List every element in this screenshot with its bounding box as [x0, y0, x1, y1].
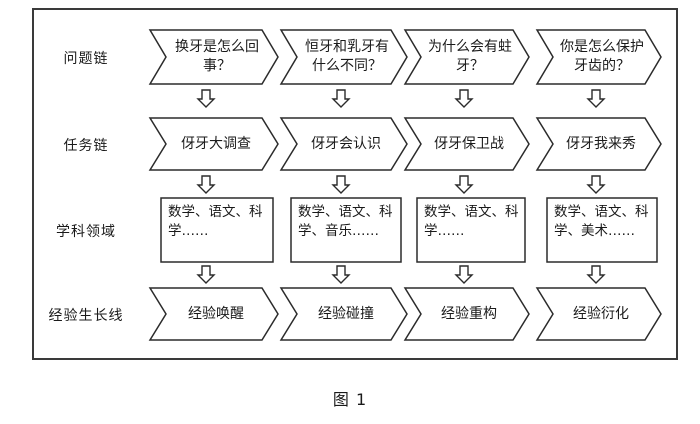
experience-text-3: 经验重构 [441, 305, 497, 322]
experience-chevron-3 [403, 287, 530, 341]
question-text-4: 你是怎么保护牙齿的？ [560, 39, 644, 74]
subject-text-2: 数学、语文、科学、音乐…… [298, 204, 393, 239]
question-chevron-3 [403, 29, 530, 85]
down-arrow-icon [331, 265, 351, 284]
row-label-task: 任务链 [63, 138, 109, 154]
question-chevron-1 [148, 29, 279, 85]
down-arrow-icon [196, 175, 216, 194]
question-text-1: 换牙是怎么回事？ [175, 39, 259, 74]
task-chevron-2 [279, 117, 408, 171]
down-arrows [196, 89, 606, 284]
experience-chevron-1 [148, 287, 279, 341]
down-arrow-icon [331, 89, 351, 108]
down-arrow-icon [454, 265, 474, 284]
question-chevron-4 [535, 29, 662, 85]
subject-text-4: 数学、语文、科学、美术…… [554, 204, 649, 239]
down-arrow-icon [586, 265, 606, 284]
experience-text-1: 经验唤醒 [188, 305, 244, 322]
task-text-4: 伢牙我来秀 [566, 135, 636, 152]
experience-chevron-4 [535, 287, 662, 341]
down-arrow-icon [586, 89, 606, 108]
down-arrow-icon [454, 89, 474, 108]
figure-caption: 图 1 [332, 390, 368, 409]
subject-text-1: 数学、语文、科学…… [168, 204, 263, 239]
down-arrow-icon [196, 265, 216, 284]
task-chevron-4 [535, 117, 662, 171]
task-chevron-3 [403, 117, 530, 171]
task-text-2: 伢牙会认识 [311, 135, 381, 152]
experience-chevron-2 [279, 287, 408, 341]
subject-box-4 [546, 197, 658, 263]
question-text-2: 恒牙和乳牙有什么不同？ [305, 39, 389, 74]
down-arrow-icon [331, 175, 351, 194]
experience-text-2: 经验碰撞 [318, 305, 374, 322]
question-text-3: 为什么会有蛀牙？ [428, 39, 512, 74]
task-text-1: 伢牙大调查 [181, 135, 251, 152]
task-chevron-1 [148, 117, 279, 171]
down-arrow-icon [196, 89, 216, 108]
down-arrow-icon [454, 175, 474, 194]
down-arrow-icon [586, 175, 606, 194]
diagram-frame [32, 8, 678, 360]
row-label-experience: 经验生长线 [48, 308, 124, 324]
subject-box-2 [290, 197, 402, 263]
row-label-question: 问题链 [63, 51, 109, 67]
row-label-subject: 学科领域 [56, 224, 116, 240]
subject-text-3: 数学、语文、科学…… [424, 204, 519, 239]
task-text-3: 伢牙保卫战 [434, 135, 504, 152]
question-chevron-2 [279, 29, 408, 85]
experience-text-4: 经验衍化 [573, 305, 629, 322]
subject-box-3 [416, 197, 526, 263]
subject-box-1 [160, 197, 274, 263]
